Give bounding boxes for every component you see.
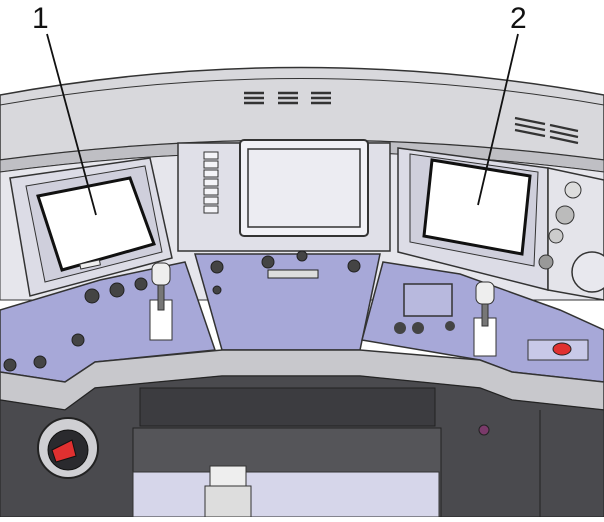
callout-label-2: 2	[510, 2, 527, 35]
right-panel-controls	[394, 281, 589, 361]
left-screen-housing	[9, 157, 173, 297]
callout-line-1	[46, 33, 97, 216]
center-panel-controls	[210, 250, 361, 295]
right-screen-housing	[397, 147, 549, 291]
left-display-screen	[36, 176, 156, 272]
vent-grille-center	[244, 91, 331, 105]
left-panel-controls	[3, 277, 148, 372]
foot-panel	[132, 471, 440, 518]
callout-label-1: 1	[32, 2, 49, 35]
emergency-handle	[37, 417, 99, 479]
emergency-stop-button	[552, 342, 572, 356]
key-switch	[478, 424, 490, 436]
indicator-lamp-column	[203, 151, 219, 214]
right-instrument-column	[538, 167, 604, 301]
left-throttle-lever	[149, 262, 173, 341]
vent-grille-right	[514, 116, 579, 145]
callout-line-2	[477, 33, 519, 206]
center-screen-housing	[177, 139, 391, 252]
right-display-screen	[422, 158, 532, 256]
